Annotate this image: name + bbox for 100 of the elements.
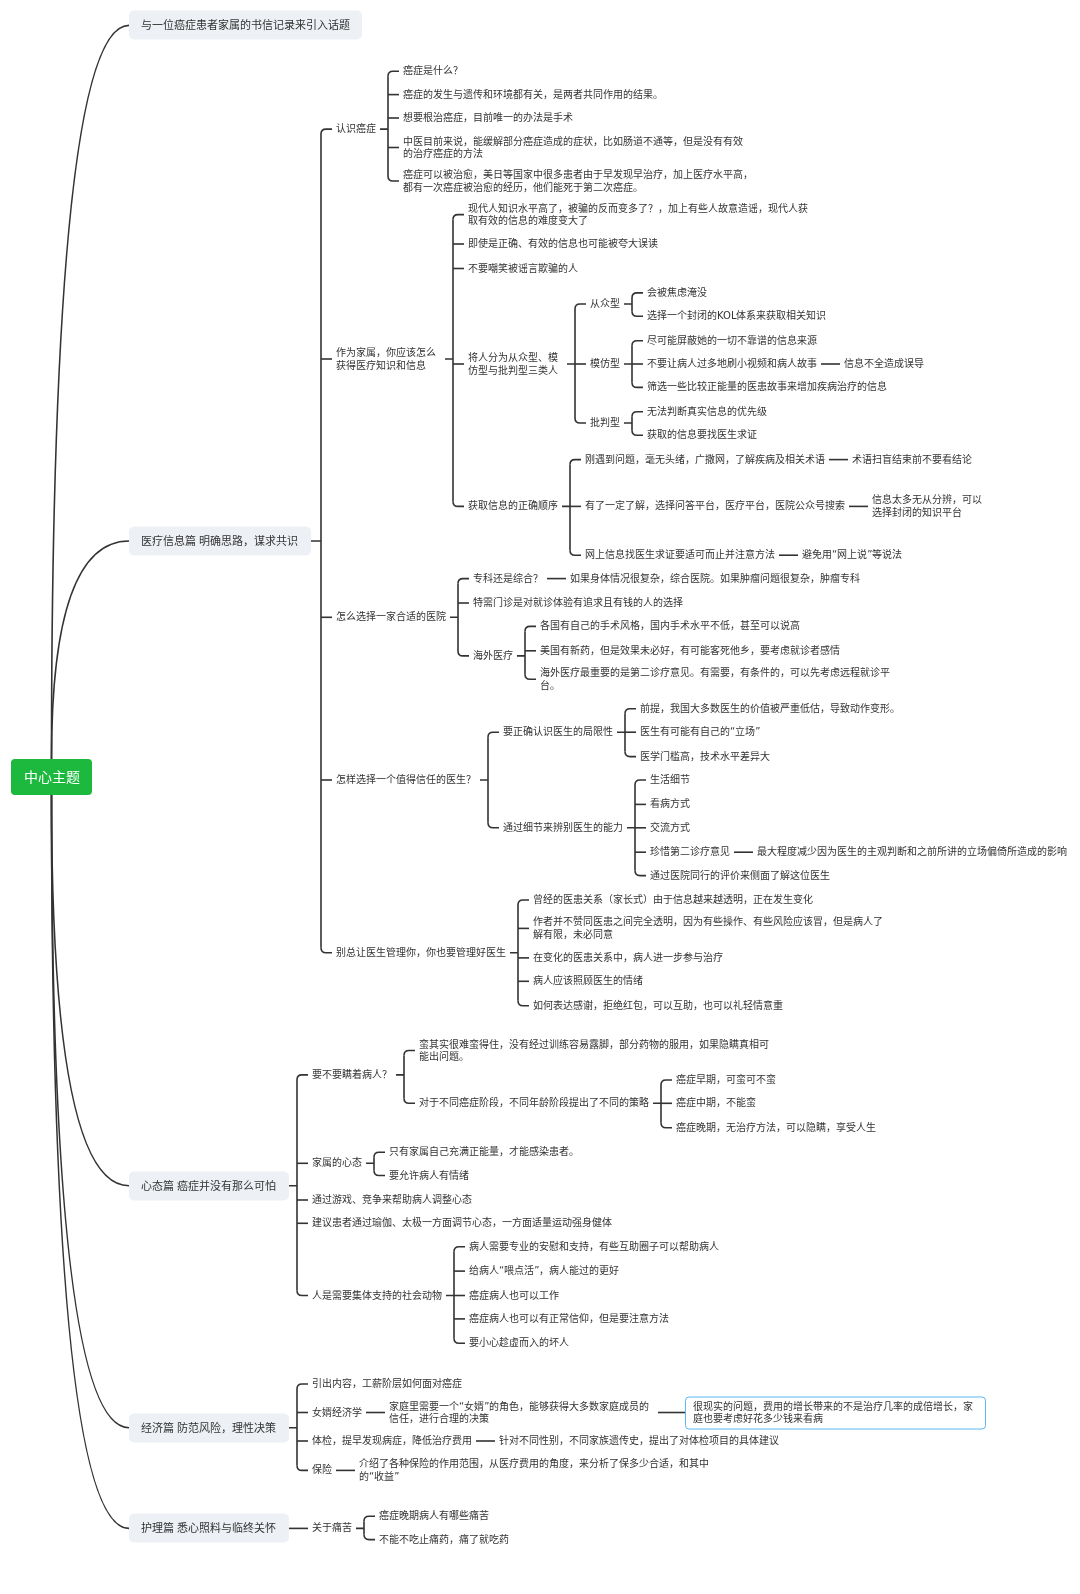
topic-text: 癌症的发生与遗传和环境都有关，是两者共同作用的结果。 (399, 87, 667, 102)
connector (365, 1156, 375, 1172)
connector (449, 582, 459, 652)
connector (320, 616, 333, 619)
connector (574, 417, 587, 424)
connector (820, 363, 841, 365)
connector (452, 213, 465, 221)
topic-text: 信息不全造成误导 (840, 356, 928, 372)
topic-text: 看病方式 (646, 797, 694, 812)
topic-text: 医生有可能有自己的“立场” (636, 724, 765, 740)
connector (660, 1121, 673, 1129)
connector (634, 779, 647, 786)
topic-text: 网上信息找医生求证要适可而止并注意方法 (581, 547, 779, 563)
topic-text: 癌症中期，不能蛮 (672, 1096, 760, 1111)
connector (631, 429, 644, 436)
topic-box: 经济篇 防范风险，理性决策 (129, 1413, 289, 1443)
connector (631, 310, 644, 318)
topic-text: 癌症可以被治愈，美日等国家中很多患者由于早发现早治疗，加上医疗水平高，都有一次癌症被治愈的经历，他们能死于第二次癌症。 (399, 167, 762, 195)
connector (634, 851, 647, 853)
topic-text: 针对不同性别，不同家族遗传史，提出了对体检项目的具体建议 (495, 1433, 783, 1449)
topic-text: 模仿型 (586, 356, 624, 372)
topic-box: 与一位癌症患者家属的书信记录来引入话题 (129, 10, 362, 40)
connector (487, 731, 500, 738)
connector (657, 1411, 686, 1414)
connector (457, 602, 470, 604)
topic-text: 病人应该照顾医生的情绪 (529, 974, 647, 989)
connector (778, 554, 799, 556)
topic-text: 癌症是什么？ (399, 63, 467, 79)
connector (457, 650, 470, 657)
topic-text: 作者并不赞同医患之间完全透明，因为有些操作、有些风险应该冒，但是病人了解有限，未必同意 (529, 914, 892, 942)
connector (652, 1084, 662, 1124)
connector (309, 133, 322, 949)
topic-text: 交流方式 (646, 820, 694, 836)
topic-text: 获取信息的正确顺序 (464, 499, 562, 514)
topic-text: 生活细节 (646, 772, 694, 788)
connector (457, 577, 470, 585)
connector (387, 117, 400, 119)
topic-text: 保险 (308, 1463, 336, 1478)
topic-text: 病人需要专业的安慰和支持，有些互助圈子可以帮助病人 (465, 1239, 723, 1254)
connector (517, 899, 530, 906)
connector (479, 736, 489, 824)
topic-text: 不能不吃止痛药，痛了就吃药 (375, 1532, 513, 1547)
topic-text: 海外医疗 (469, 648, 517, 664)
connector (444, 218, 454, 503)
connector (517, 957, 530, 959)
topic-text: 关于痛苦 (308, 1521, 356, 1536)
topic-text: 建议患者通过瑜伽、太极一方面调节心态，一方面适量运动强身健体 (308, 1216, 616, 1231)
topic-box: 护理篇 悉心照料与临终关怀 (129, 1513, 289, 1543)
connector (626, 784, 636, 872)
topic-box: 心态篇 癌症并没有那么可怕 (129, 1171, 289, 1201)
topic-text: 现代人知识水平高了，被骗的反而变多了？，加上有些人故意造谣，现代人获取有效的信息的难度变大了 (464, 201, 817, 229)
connector (623, 416, 633, 431)
topic-text: 获取的信息要找医生求证 (643, 427, 761, 443)
connector (296, 1199, 309, 1201)
connector (320, 779, 333, 781)
topic-text: 通过细节来辨别医生的能力 (499, 820, 627, 836)
topic-text: 介绍了各种保险的作用范围，从医疗费用的角度，来分析了保多少合适，和其中的“收益” (355, 1456, 718, 1484)
connector (363, 1533, 376, 1541)
topic-text: 想要根治癌症，目前唯一的办法是手术 (399, 110, 577, 126)
topic-text: 会被焦虑淹没 (643, 285, 711, 301)
connector (296, 1074, 309, 1081)
topic-text: 要正确认识医生的局限性 (499, 724, 617, 740)
topic-text: 要小心趁虚而入的坏人 (465, 1336, 573, 1351)
connector (395, 1054, 405, 1100)
topic-text: 体检，提早发现病症，降低治疗费用 (308, 1433, 476, 1449)
topic-text: 对于不同癌症阶段，不同年龄阶段提出了不同的策略 (415, 1096, 653, 1111)
connector (634, 827, 647, 829)
topic-text: 只有家属自己充满正能量，才能感染患者。 (385, 1144, 583, 1160)
topic-text: 不要嘲笑被谣言欺骗的人 (464, 261, 582, 276)
topic-text: 怎么选择一家合适的医院 (332, 610, 450, 625)
connector (574, 363, 587, 365)
connector (516, 630, 526, 676)
topic-text: 术语扫盲结束前不要看结论 (848, 452, 976, 467)
connector (287, 1527, 309, 1530)
connector (387, 146, 400, 149)
connector (453, 1294, 466, 1297)
connector (517, 980, 530, 983)
topic-text: 癌症病人也可以有正常信仰，但是要注意方法 (465, 1311, 673, 1327)
connector (623, 297, 633, 313)
connector (623, 344, 633, 384)
connector (569, 458, 582, 466)
connector (660, 1079, 673, 1086)
connector (634, 869, 647, 877)
connector (320, 947, 333, 954)
connector (634, 803, 647, 806)
connector (517, 927, 530, 930)
topic-text: 蛮其实很难蛮得住，没有经过训练容易露脚，部分药物的服用，如果隐瞒真相可能出问题。 (415, 1037, 778, 1064)
connector (487, 822, 500, 829)
connector (574, 303, 587, 310)
connector (355, 1520, 365, 1536)
connector (546, 577, 567, 580)
connector (452, 363, 465, 365)
topic-text: 将人分为从众型、模仿型与批判型三类人 (464, 350, 567, 378)
connector (517, 999, 530, 1007)
topic-text: 批判型 (586, 415, 624, 431)
topic-text: 人是需要集体支持的社会动物 (308, 1288, 446, 1303)
connector (452, 500, 465, 508)
connector (566, 308, 576, 419)
connector (624, 731, 637, 733)
topic-text: 要不要瞒着病人？ (308, 1067, 396, 1083)
